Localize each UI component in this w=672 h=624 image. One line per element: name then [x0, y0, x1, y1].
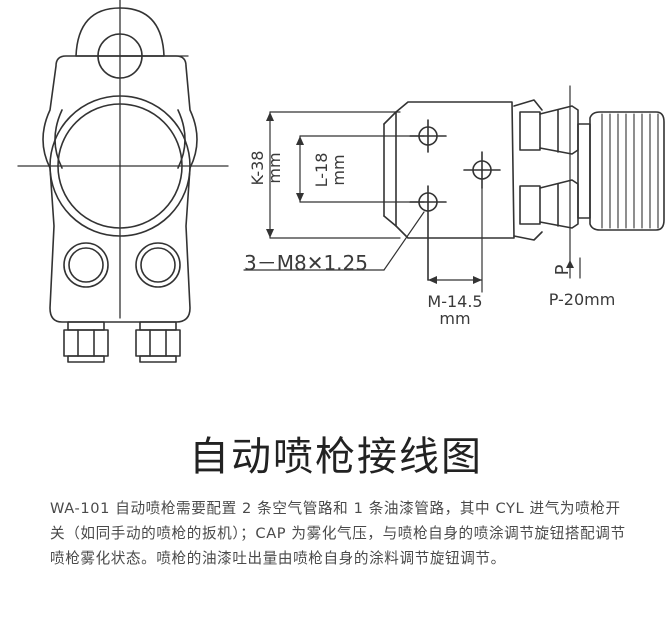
arrowheads	[266, 112, 574, 284]
description-paragraph: WA-101 自动喷枪需要配置 2 条空气管路和 1 条油漆管路，其中 CYL …	[50, 500, 626, 567]
wiring-drawing: K-38 mm L-18 mm 3－M8✕1.25 M-14.5 mm P P-…	[17, 0, 665, 363]
gun-side-view	[383, 85, 665, 281]
dim-p-label: P	[552, 264, 573, 275]
dim-l18-value: L-18	[312, 153, 331, 188]
dim-m145-unit: mm	[439, 309, 470, 328]
bottom-fitting-left	[63, 321, 109, 363]
page-title: 自动喷枪接线图	[189, 434, 483, 480]
dim-p20: P-20mm	[549, 290, 616, 309]
dimension-lines	[243, 111, 581, 293]
dim-m145-value: M-14.5	[427, 292, 482, 311]
dim-k38-unit: mm	[265, 152, 284, 183]
dim-k38-value: K-38	[248, 151, 267, 186]
dim-thread-callout: 3－M8✕1.25	[244, 251, 368, 275]
centerlines	[17, 0, 229, 319]
knob-knurling	[601, 113, 659, 229]
bottom-fitting-right	[135, 321, 181, 363]
dim-l18-unit: mm	[329, 154, 348, 185]
